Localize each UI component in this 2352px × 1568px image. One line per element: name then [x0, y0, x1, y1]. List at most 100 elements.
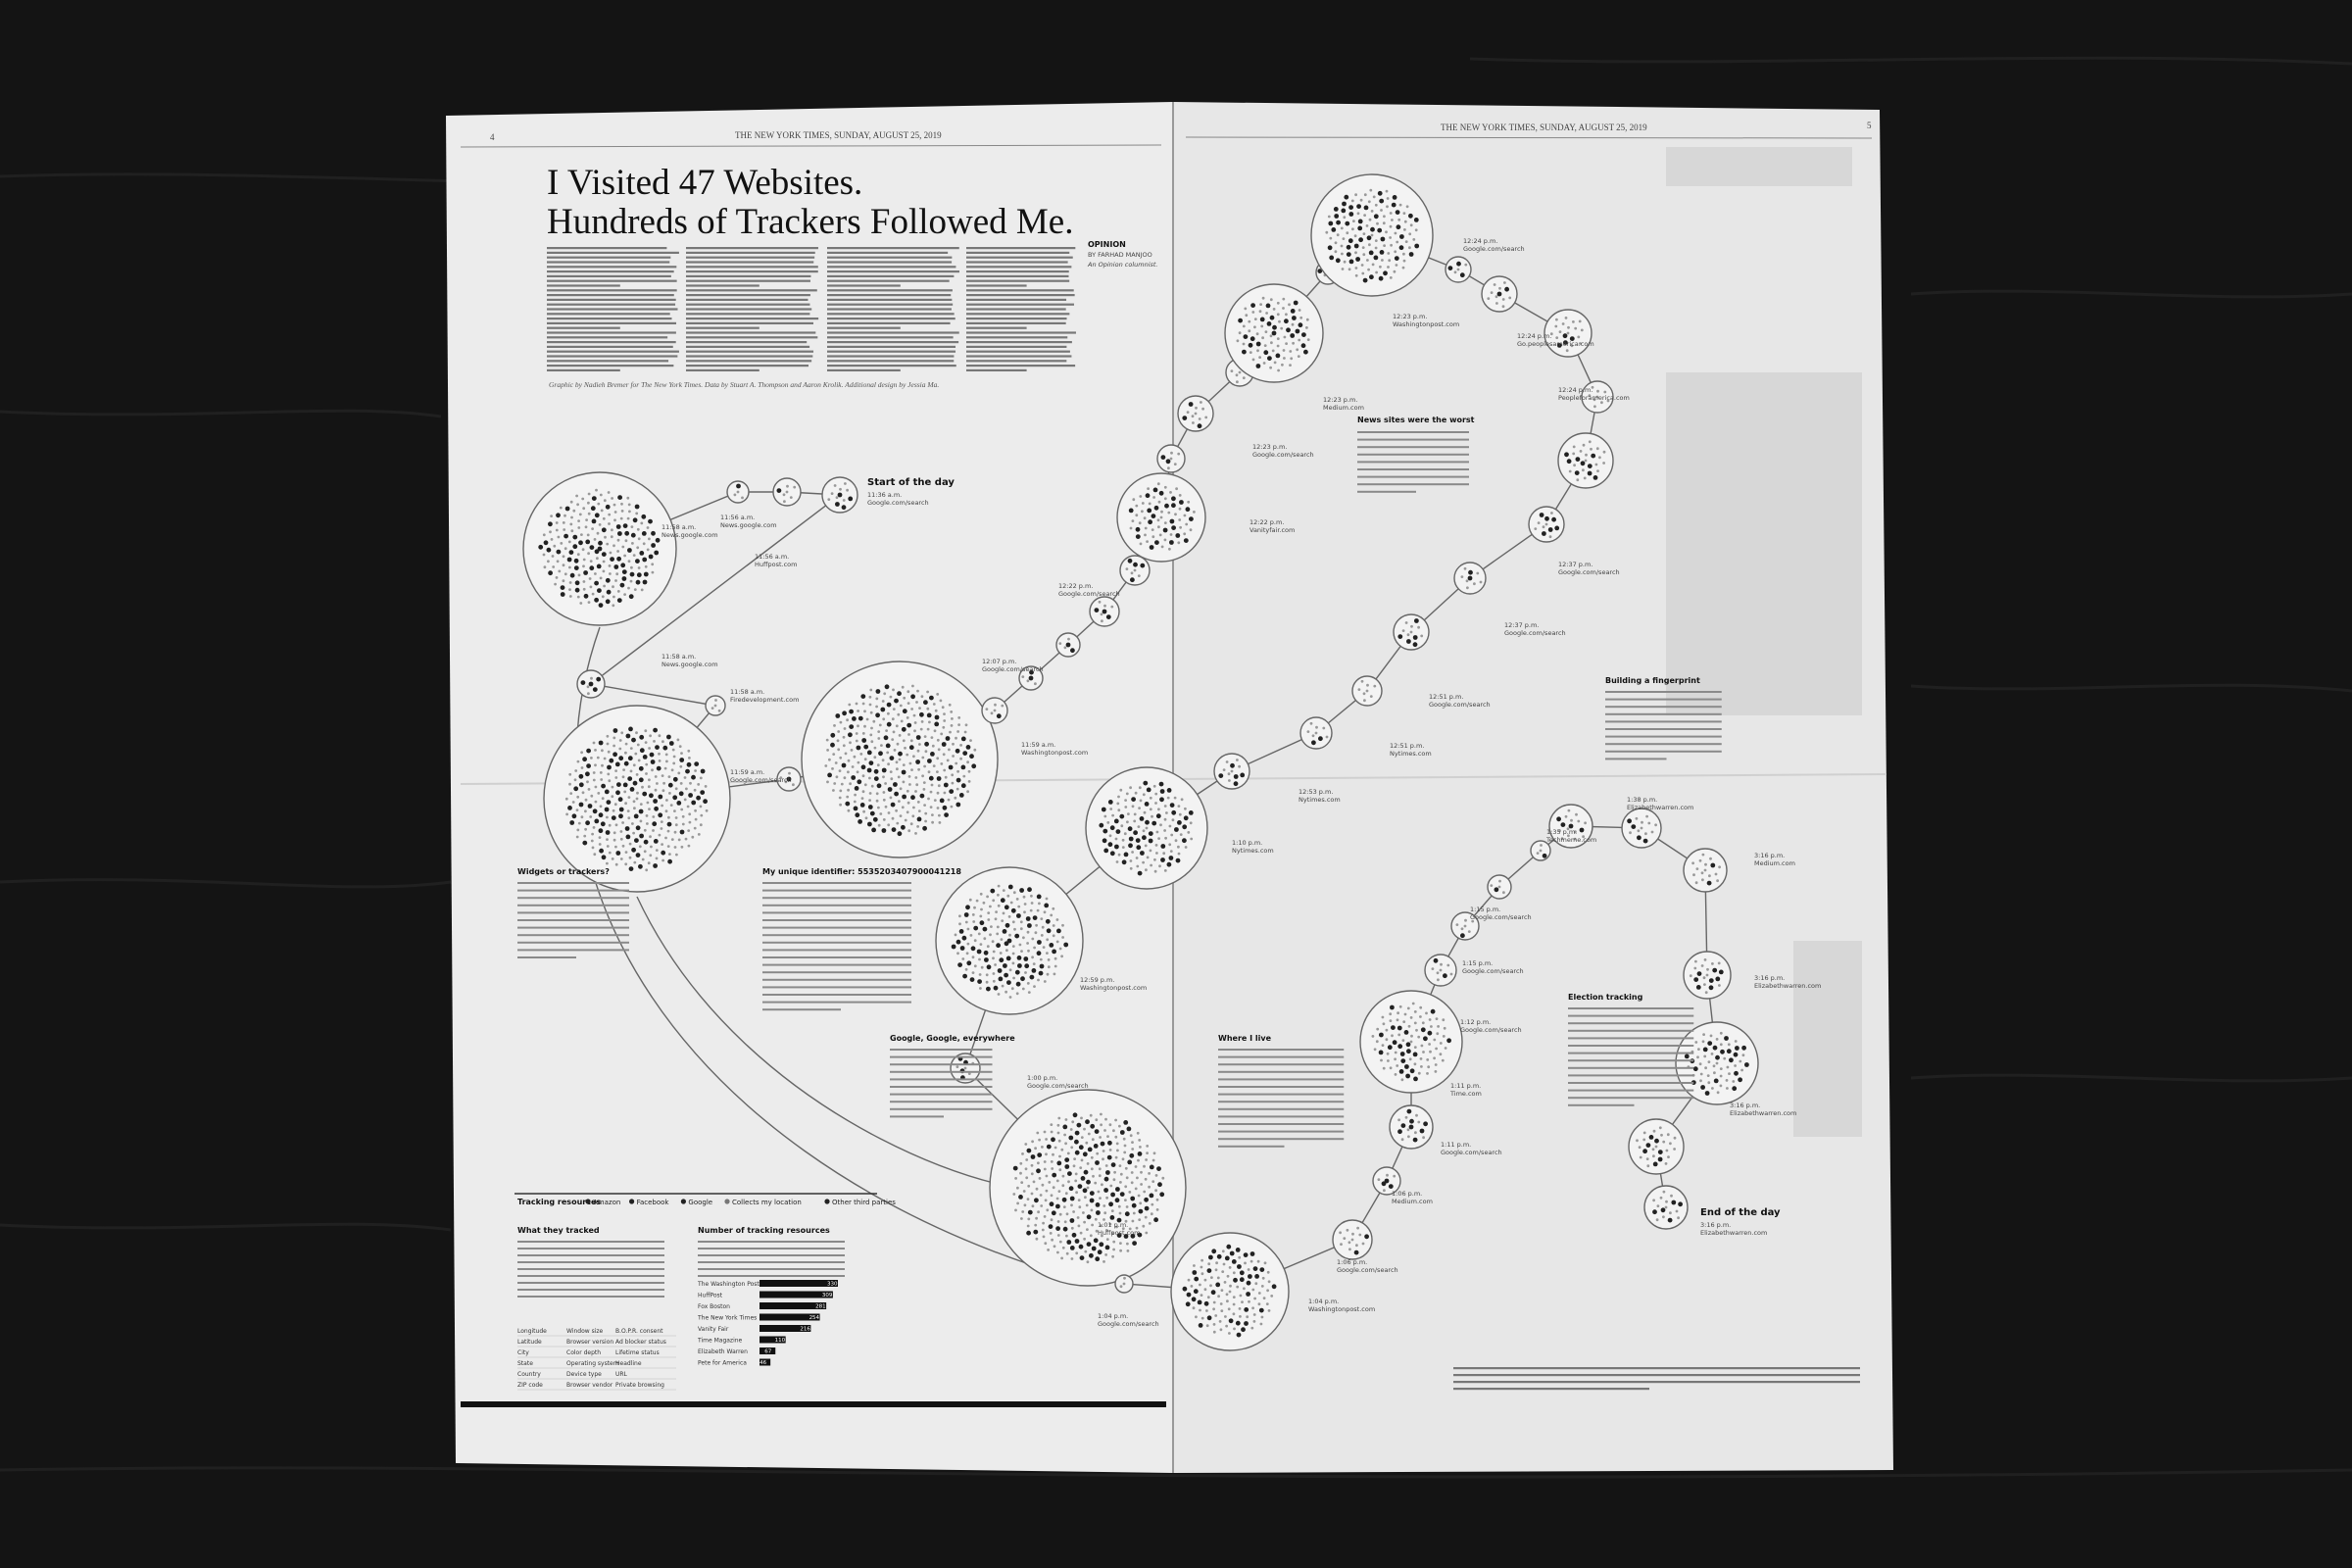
tracker-dot — [636, 743, 640, 747]
tracker-dot — [1064, 1192, 1068, 1196]
tracked-cell: Private browsing — [615, 1382, 664, 1389]
tracker-dot — [1407, 1024, 1411, 1028]
tracker-dot — [635, 825, 641, 831]
tracker-dot — [594, 763, 597, 767]
tracker-bubble — [1177, 395, 1214, 432]
tracker-dot — [1336, 233, 1340, 237]
tracker-dot — [934, 721, 940, 727]
tracker-dot — [1227, 772, 1231, 776]
body-text-line — [966, 298, 1067, 301]
tracker-dot — [914, 790, 917, 793]
tracker-dot — [1001, 704, 1004, 708]
tracker-dot — [1057, 1190, 1061, 1193]
tracker-dot — [1023, 956, 1029, 961]
tracker-dot — [1136, 1176, 1139, 1180]
callout-start-time: 11:36 a.m. — [867, 491, 902, 499]
tracker-dot — [1051, 1210, 1056, 1216]
tracker-dot — [648, 537, 651, 541]
tracker-dot — [1577, 335, 1581, 339]
tracker-dot — [1417, 1120, 1421, 1124]
tracker-dot — [1391, 1025, 1396, 1030]
tracker-dot — [884, 684, 890, 690]
tracker-dot — [1080, 1158, 1084, 1162]
tracker-dot — [1596, 469, 1599, 472]
tracker-dot — [1247, 1268, 1250, 1271]
tracker-dot — [1228, 1290, 1232, 1294]
tracker-dot — [1026, 679, 1030, 683]
tracker-dot — [1011, 945, 1015, 948]
body-text-line — [547, 321, 677, 324]
annotation-fingerprint-title: Building a fingerprint — [1605, 676, 1700, 685]
annotation-body-line — [1218, 1086, 1345, 1088]
tracker-dot — [1248, 319, 1251, 323]
tracker-dot — [1109, 1184, 1113, 1188]
tracker-dot — [956, 787, 959, 791]
tracker-dot — [1498, 879, 1501, 883]
tracker-dot — [644, 741, 648, 744]
tracker-dot — [956, 802, 961, 808]
tracker-dot — [1389, 1019, 1393, 1022]
tracker-dot — [1236, 1332, 1242, 1338]
tracker-dot — [1137, 1152, 1143, 1156]
tracker-dot — [1371, 1035, 1375, 1038]
tracker-dot — [1329, 255, 1335, 261]
body-text-line — [547, 289, 677, 292]
annotation-body-line — [1218, 1101, 1345, 1103]
tracker-dot — [1278, 319, 1281, 323]
tracker-dot — [931, 820, 934, 824]
tracker-dot — [833, 782, 837, 785]
tracker-dot — [876, 763, 880, 767]
tracker-dot — [624, 530, 630, 536]
tracker-dot — [885, 743, 891, 749]
tracker-dot — [841, 505, 847, 511]
tracker-dot — [1124, 1219, 1128, 1223]
tracker-dot — [677, 838, 681, 842]
tracker-dot — [828, 758, 831, 761]
tracker-dot — [1153, 505, 1159, 511]
tracker-dot — [1107, 800, 1113, 805]
annotation-body-line — [1357, 431, 1469, 433]
body-text-line — [827, 261, 953, 264]
tracker-dot — [691, 800, 697, 806]
tracker-dot — [1703, 1054, 1707, 1058]
tracker-dot — [1403, 1012, 1407, 1016]
tracker-dot — [1102, 609, 1107, 614]
tracker-dot — [1082, 1211, 1085, 1214]
tracker-dot — [1034, 1147, 1037, 1151]
tracker-dot — [1090, 1208, 1094, 1212]
tracker-dot — [853, 806, 858, 811]
tracker-dot — [589, 565, 595, 571]
tracker-dot — [1095, 1256, 1101, 1262]
tracker-dot — [627, 776, 633, 781]
tracker-dot — [1414, 618, 1419, 623]
tracker-dot — [1034, 1198, 1039, 1203]
tracker-dot — [667, 858, 672, 864]
tracker-bubble — [1453, 562, 1487, 595]
tracker-dot — [582, 558, 586, 562]
body-text-line — [827, 365, 956, 368]
tracker-dot — [1357, 219, 1363, 224]
tracker-dot — [1718, 865, 1721, 869]
tracker-dot — [1190, 837, 1194, 841]
tracker-dot — [1710, 1053, 1714, 1055]
tracker-dot — [1369, 274, 1374, 280]
visit-site-label: Google.com/search — [1337, 1266, 1398, 1274]
tracker-dot — [1094, 608, 1100, 612]
tracker-dot — [1501, 298, 1505, 301]
tracker-dot — [1455, 923, 1459, 926]
tracker-dot — [1139, 495, 1143, 498]
tracker-dot — [621, 545, 625, 549]
tracker-dot — [889, 796, 893, 800]
body-text-line — [547, 261, 670, 264]
tracker-dot — [1642, 1149, 1647, 1154]
tracker-dot — [844, 482, 847, 485]
tracker-dot — [1635, 816, 1639, 820]
tracker-dot — [902, 763, 906, 766]
tracker-dot — [957, 962, 962, 967]
tracker-dot — [700, 768, 706, 774]
tracker-dot — [850, 749, 854, 752]
tracker-dot — [1103, 604, 1106, 608]
tracker-dot — [627, 756, 633, 761]
tracker-dot — [1045, 1138, 1048, 1141]
tracker-dot — [1021, 1152, 1024, 1155]
